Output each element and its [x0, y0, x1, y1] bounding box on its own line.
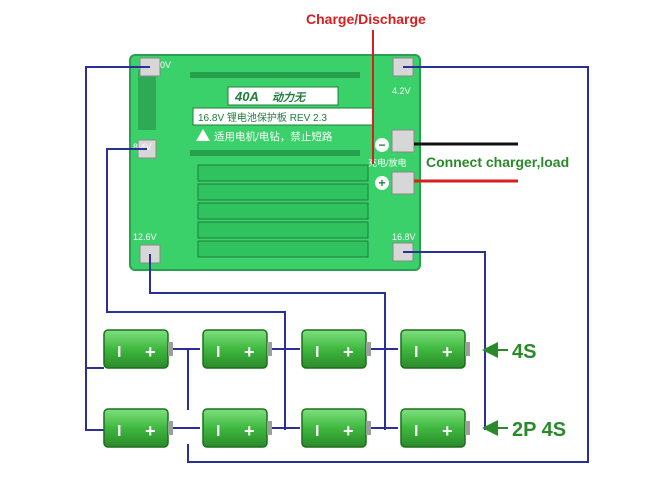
battery-minus: I	[216, 423, 220, 440]
battery-plus: +	[442, 342, 453, 362]
battery-minus: I	[315, 423, 319, 440]
label-2p4s: 2P 4S	[512, 419, 566, 441]
minus-symbol-bg	[375, 138, 389, 152]
tap-label-12v6: 12.6V	[133, 232, 157, 242]
battery-cell: I +	[301, 329, 371, 369]
battery-cell: I +	[301, 408, 371, 448]
balance-wires	[85, 66, 589, 463]
board-warning: 适用电机/电钻，禁止短路	[214, 130, 333, 143]
trace-4	[197, 221, 369, 239]
battery-plus: +	[244, 421, 255, 441]
plus-symbol-bg	[375, 176, 389, 190]
battery-cell: I +	[103, 329, 173, 369]
battery-plus: +	[145, 342, 156, 362]
pcb-board: 40A 动力无 16.8V 锂电池保护板 REV 2.3 适用电机/电钻，禁止短…	[129, 54, 421, 271]
tap-label-0v: 0V	[160, 60, 171, 70]
battery-plus: +	[442, 421, 453, 441]
wire-16v8	[403, 251, 486, 430]
board-rating: 40A	[234, 89, 259, 104]
battery-cell: I +	[103, 408, 173, 448]
battery-plus: +	[343, 342, 354, 362]
battery-minus: I	[216, 344, 220, 361]
battery-minus: I	[117, 344, 121, 361]
trace-2	[197, 183, 369, 201]
trace-5	[197, 240, 369, 258]
pad-col-left	[138, 70, 156, 130]
rating-box	[227, 86, 339, 106]
battery-minus: I	[414, 423, 418, 440]
pad-row-mid	[190, 150, 360, 156]
trace-1	[197, 164, 369, 182]
board-minus: −	[378, 138, 385, 152]
wire-0v-row2	[85, 368, 104, 431]
pad-plus	[391, 171, 415, 195]
battery-minus: I	[117, 423, 121, 440]
charge-discharge-label: Charge/Discharge	[306, 11, 426, 27]
warning-icon	[196, 129, 210, 141]
wire-0v-row1	[85, 66, 150, 369]
battery-plus: +	[145, 421, 156, 441]
battery-cell: I +	[202, 329, 272, 369]
connect-label: Connect charger,load	[426, 154, 569, 170]
battery-cell: I +	[202, 408, 272, 448]
battery-row-4s: I + I + I + I +	[103, 329, 470, 369]
battery-minus: I	[315, 344, 319, 361]
battery-cell: I +	[400, 408, 470, 448]
pad-row-top	[190, 72, 360, 78]
tap-label-4v2: 4.2V	[392, 86, 411, 96]
board-brand: 动力无	[272, 91, 307, 104]
tap-label-8v4: 8.4V	[133, 142, 152, 152]
battery-row-2p4s: I + I + I + I +	[103, 408, 470, 448]
wire-4v2	[187, 66, 589, 463]
trace-3	[197, 202, 369, 220]
board-plus: +	[378, 176, 385, 190]
board-model: 16.8V 锂电池保护板 REV 2.3	[198, 111, 327, 124]
battery-plus: +	[244, 342, 255, 362]
battery-cell: I +	[400, 329, 470, 369]
battery-minus: I	[414, 344, 418, 361]
port-label: 充电/放电	[368, 157, 407, 168]
pad-minus	[391, 129, 415, 153]
tap-label-16v8: 16.8V	[392, 232, 416, 242]
label-4s: 4S	[512, 341, 536, 363]
battery-plus: +	[343, 421, 354, 441]
